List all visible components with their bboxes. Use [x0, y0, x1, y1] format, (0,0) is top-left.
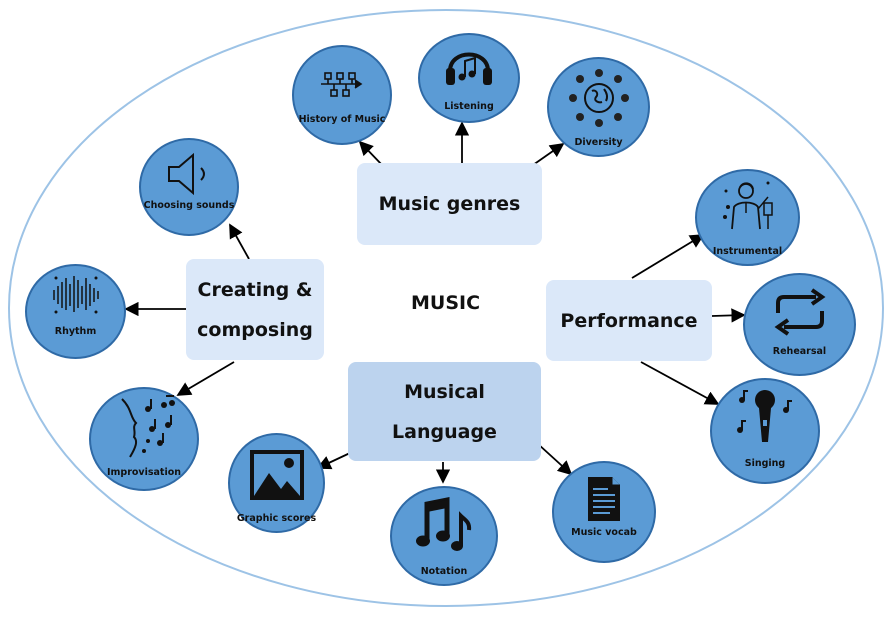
node-singing: Singing: [710, 378, 820, 484]
arrow-performance-singing: [640, 361, 720, 405]
arrow-creating-improvisation: [176, 361, 235, 396]
node-instrumental: Instrumental: [695, 169, 800, 266]
node-rehearsal: Rehearsal: [743, 273, 856, 376]
soundwave-icon: [52, 276, 99, 314]
node-choosing-label: Choosing sounds: [143, 200, 235, 211]
node-graphic-label: Graphic scores: [236, 513, 317, 524]
repeat-icon: [774, 288, 825, 336]
center-label: MUSIC: [411, 292, 481, 314]
outer-ellipse: [8, 9, 884, 607]
node-instrumental-label: Instrumental: [712, 246, 783, 257]
hub-language-line1: Musical: [404, 380, 485, 403]
conductor-icon: [722, 181, 773, 230]
arrow-genres-diversity: [532, 142, 565, 166]
hub-language-line2: Language: [392, 420, 497, 443]
hub-performance: Performance: [546, 280, 712, 361]
node-graphic-scores: Graphic scores: [228, 433, 325, 533]
node-diversity-label: Diversity: [574, 137, 623, 148]
node-improvisation-label: Improvisation: [106, 467, 182, 478]
node-singing-label: Singing: [744, 458, 786, 469]
hub-performance-label: Performance: [560, 309, 698, 332]
hub-creating-line2: composing: [197, 318, 313, 341]
node-rhythm-label: Rhythm: [54, 326, 97, 337]
arrow-performance-rehearsal: [711, 308, 746, 323]
image-icon: [249, 450, 304, 500]
node-music-vocab: Music vocab: [552, 461, 656, 563]
timeline-icon: [321, 72, 363, 97]
node-listening: Listening: [418, 33, 520, 123]
node-rehearsal-label: Rehearsal: [772, 346, 827, 357]
node-history-of-music: History of Music: [292, 45, 392, 145]
node-improvisation: Improvisation: [89, 387, 199, 491]
microphone-icon: [737, 390, 792, 442]
hub-music-genres: Music genres: [357, 163, 542, 245]
node-history-label: History of Music: [298, 114, 386, 125]
hub-creating-line1: Creating &: [197, 278, 313, 301]
music-notes-icon: [416, 496, 472, 551]
node-choosing-sounds: Choosing sounds: [139, 138, 239, 236]
node-rhythm: Rhythm: [25, 264, 126, 359]
arrow-creating-choosing: [229, 223, 250, 260]
node-notation: Notation: [390, 486, 498, 586]
arrow-language-graphic: [316, 452, 351, 470]
node-diversity: Diversity: [547, 57, 650, 157]
document-icon: [588, 477, 620, 521]
hub-musical-language: Musical Language: [348, 362, 541, 461]
musical-head-icon: [121, 395, 175, 458]
hub-music-genres-label: Music genres: [378, 193, 521, 215]
hub-creating-composing: Creating & composing: [186, 259, 324, 360]
arrow-genres-history: [358, 140, 384, 167]
speaker-icon: [168, 152, 205, 196]
globe-people-icon: [568, 69, 629, 127]
arrow-language-vocab: [537, 443, 573, 476]
headphones-icon: [446, 52, 492, 85]
node-notation-label: Notation: [420, 566, 468, 577]
node-listening-label: Listening: [444, 101, 494, 112]
node-vocab-label: Music vocab: [571, 527, 637, 538]
arrow-performance-instrumental: [631, 234, 705, 279]
